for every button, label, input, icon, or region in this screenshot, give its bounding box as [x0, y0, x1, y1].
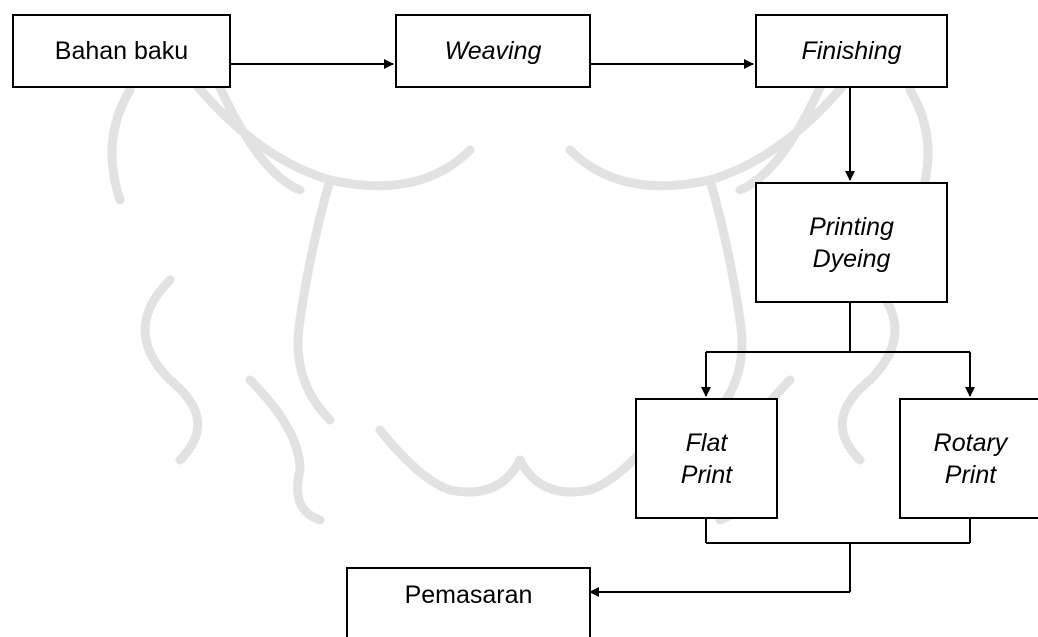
node-weaving: Weaving	[395, 14, 591, 88]
node-bahan-baku: Bahan baku	[12, 14, 231, 88]
node-rotary-print-line1: Rotary	[933, 428, 1008, 457]
node-printing-dyeing-line1: Printing	[809, 212, 894, 241]
node-printing-dyeing-line2: Dyeing	[812, 244, 891, 273]
node-pemasaran-label: Pemasaran	[404, 581, 533, 609]
node-rotary-print-line2: Print	[944, 460, 997, 489]
node-pemasaran: Pemasaran	[346, 567, 591, 637]
node-finishing: Finishing	[755, 14, 948, 88]
node-flat-print: Flat Print	[635, 398, 778, 519]
node-finishing-label: Finishing	[801, 37, 902, 65]
node-flat-print-line1: Flat	[685, 428, 728, 457]
node-bahan-baku-label: Bahan baku	[54, 37, 189, 65]
node-rotary-print: Rotary Print	[899, 398, 1038, 519]
node-weaving-label: Weaving	[444, 37, 542, 65]
node-flat-print-line2: Print	[680, 460, 733, 489]
node-printing-dyeing: Printing Dyeing	[755, 182, 948, 303]
